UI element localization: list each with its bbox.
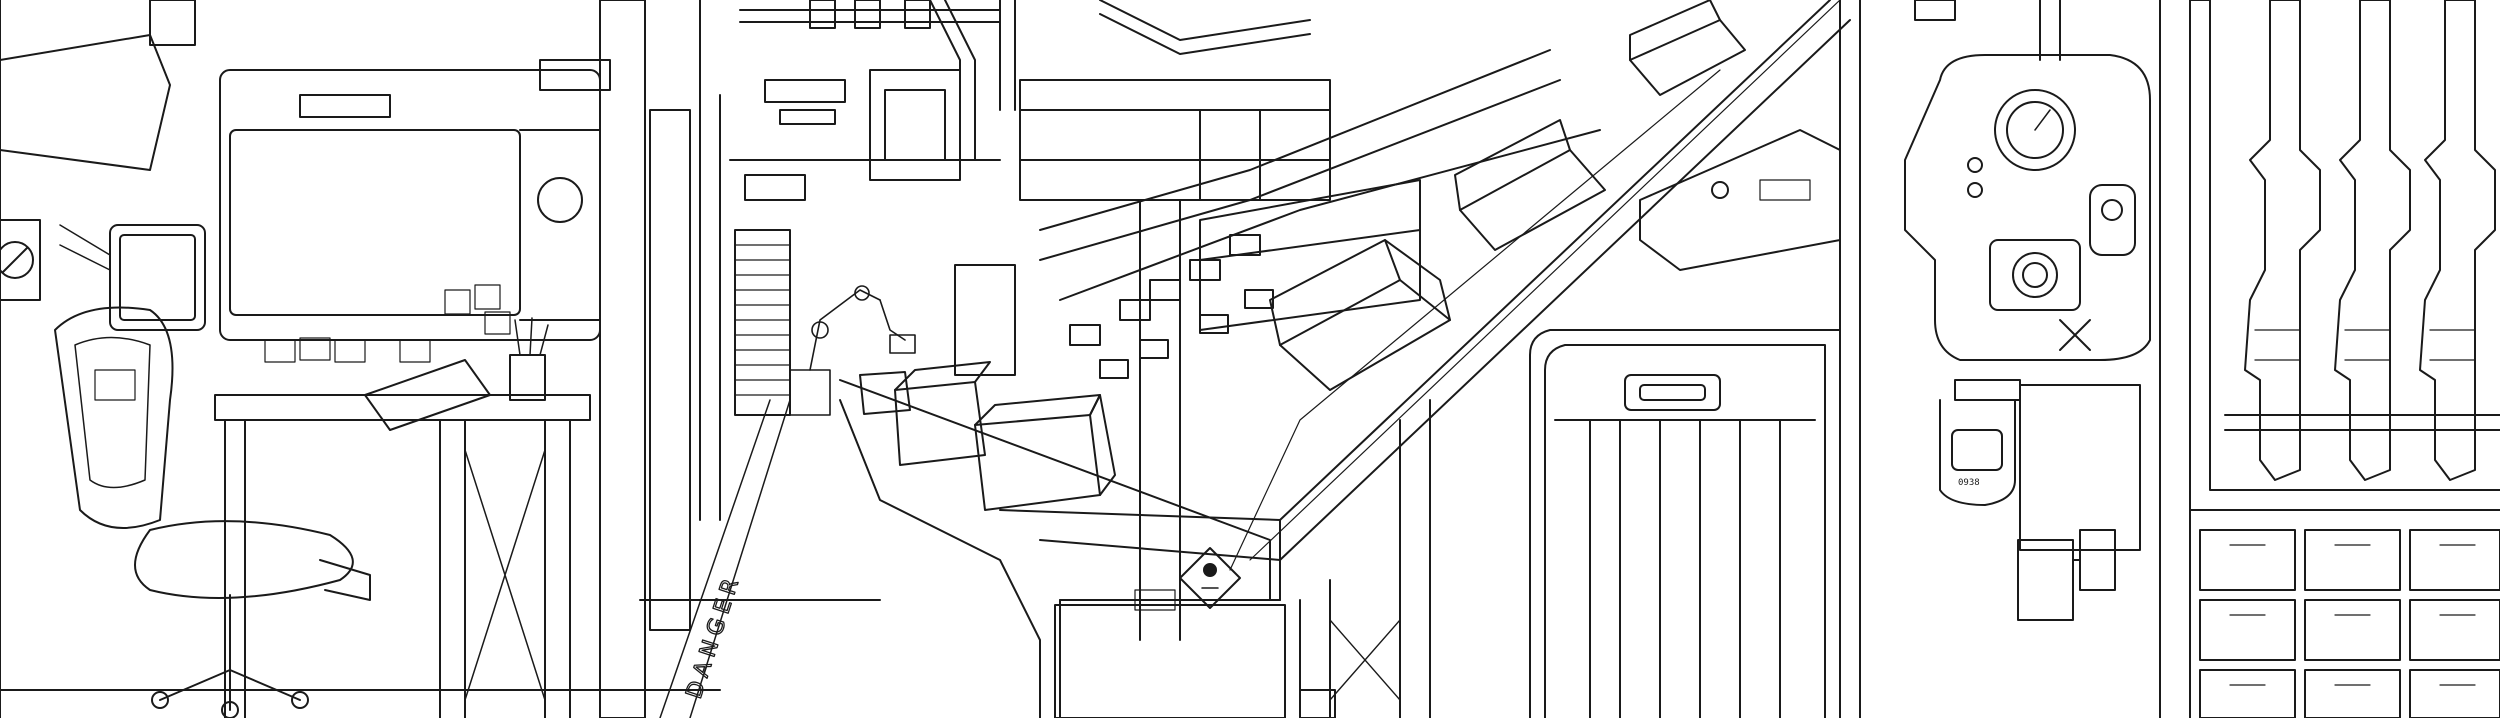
rifle: [2419, 0, 2496, 481]
rifle: [2334, 0, 2411, 481]
floor-danger-marking: DANGER: [659, 399, 791, 718]
box: [1454, 119, 1606, 251]
box: [1629, 0, 1746, 96]
hanging-device: 0938: [1904, 0, 2151, 506]
hazard-diamond-icon: [1179, 547, 1241, 609]
office-chair: [54, 306, 371, 718]
box: [1269, 239, 1451, 391]
box: [859, 371, 911, 415]
danger-floor-text: DANGER: [682, 570, 746, 702]
box: [894, 361, 991, 466]
right-wall: 0938: [1839, 0, 2191, 718]
control-station: [0, 0, 691, 718]
conveyor-system: [839, 0, 1851, 718]
box: [974, 394, 1116, 511]
desk: [214, 317, 591, 718]
gate-cabinet: [1529, 129, 1841, 718]
weapon-rack: [2189, 0, 2500, 718]
device-label: 0938: [1958, 478, 1980, 488]
large-monitor: [219, 59, 611, 341]
boxes: [859, 0, 1746, 511]
robot-arm: [789, 285, 916, 416]
rifle: [2244, 0, 2321, 481]
drawer-cabinet: [2199, 529, 2500, 718]
